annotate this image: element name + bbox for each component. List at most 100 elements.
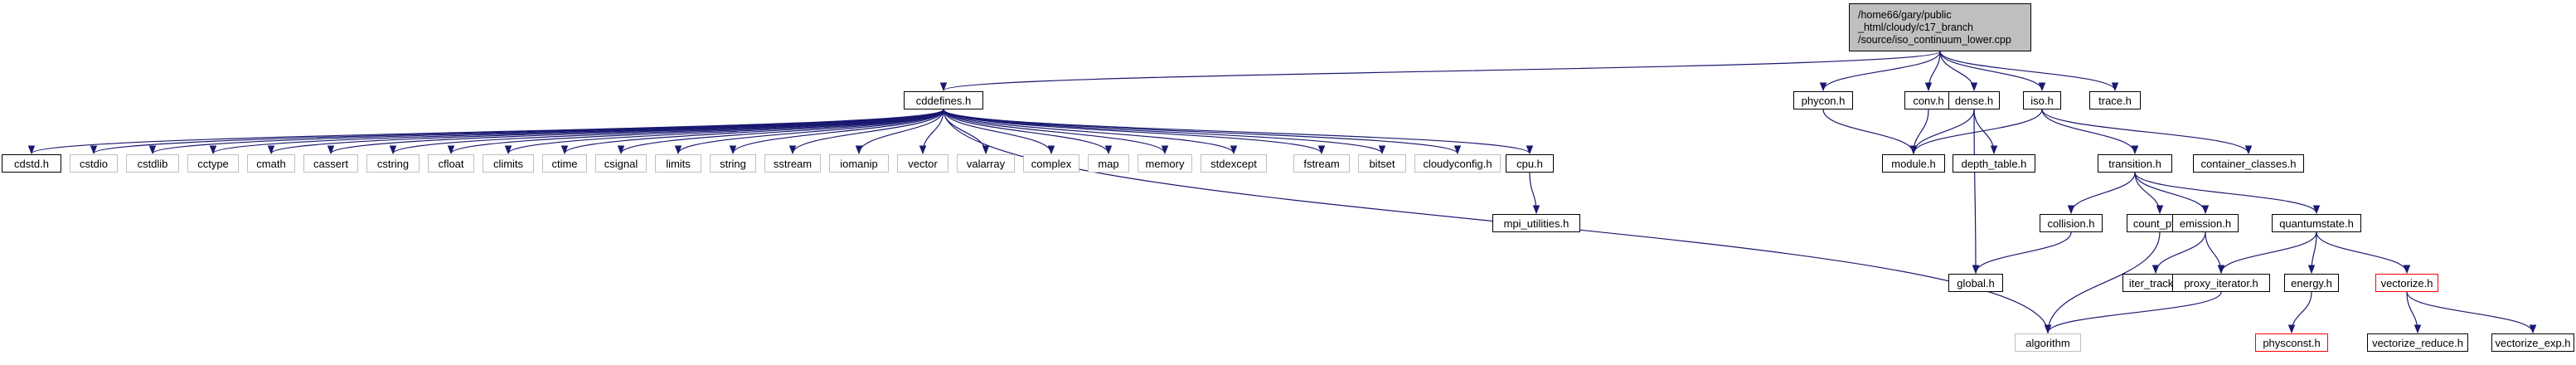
node-cddefines[interactable]: cddefines.h — [904, 91, 983, 110]
edge-cddefines-to-complex — [943, 109, 1055, 155]
edge-cddefines-to-memory — [943, 109, 1169, 155]
edge-cddefines-to-csignal — [617, 109, 944, 155]
edge-cddefines-to-cpu — [943, 109, 1534, 155]
node-vectorize-exp[interactable]: vectorize_exp.h — [2491, 333, 2574, 352]
node-global[interactable]: global.h — [1948, 274, 2003, 292]
node-collision[interactable]: collision.h — [2040, 214, 2103, 232]
edge-collision-to-global — [1972, 231, 2072, 275]
edge-cddefines-to-climits — [504, 109, 944, 155]
edge-cddefines-to-iomanip — [855, 109, 944, 155]
node-cstdlib[interactable]: cstdlib — [126, 154, 179, 173]
node-dense[interactable]: dense.h — [1948, 91, 2000, 110]
node-cstdio[interactable]: cstdio — [70, 154, 118, 173]
edge-quantumstate-to-proxy-iterator — [2217, 231, 2317, 275]
node-conv[interactable]: conv.h — [1904, 91, 1953, 110]
root-file-node: /home66/gary/public _html/cloudy/c17_bra… — [1849, 3, 2031, 51]
edge-cddefines-to-stdexcept — [943, 109, 1238, 155]
node-vector[interactable]: vector — [897, 154, 948, 173]
edge-cddefines-to-string — [729, 109, 944, 155]
edge-iso-to-module — [1909, 109, 2043, 155]
edge-emission-to-proxy-iterator — [2205, 231, 2225, 275]
node-vectorize-reduce[interactable]: vectorize_reduce.h — [2367, 333, 2468, 352]
edge-transition-to-quantumstate — [2134, 172, 2321, 215]
edge-proxy-iterator-to-algorithm — [2044, 291, 2222, 334]
node-cctype[interactable]: cctype — [187, 154, 239, 173]
node-container-classes[interactable]: container_classes.h — [2193, 154, 2304, 173]
node-cpu[interactable]: cpu.h — [1506, 154, 1554, 173]
edge-root-to-trace — [1939, 51, 2119, 92]
node-valarray[interactable]: valarray — [957, 154, 1015, 173]
edge-root-to-cddefines — [940, 51, 1941, 92]
edge-cddefines-to-cfloat — [447, 109, 944, 155]
node-cassert[interactable]: cassert — [303, 154, 358, 173]
node-iomanip[interactable]: iomanip — [829, 154, 889, 173]
edge-cddefines-to-sstream — [788, 109, 944, 155]
edge-root-to-phycon — [1819, 51, 1941, 92]
node-energy[interactable]: energy.h — [2284, 274, 2339, 292]
edge-dense-to-module — [1909, 109, 1975, 155]
edge-vectorize-to-vectorize-exp — [2406, 291, 2537, 334]
node-cloudyconfig[interactable]: cloudyconfig.h — [1414, 154, 1501, 173]
node-algorithm[interactable]: algorithm — [2015, 333, 2081, 352]
edge-cddefines-to-cassert — [327, 109, 944, 155]
node-bitset[interactable]: bitset — [1358, 154, 1406, 173]
node-cdstd[interactable]: cdstd.h — [2, 154, 61, 173]
node-sstream[interactable]: sstream — [764, 154, 821, 173]
edge-iso-to-transition — [2041, 109, 2139, 155]
edge-transition-to-count-ptr — [2134, 172, 2164, 215]
node-module[interactable]: module.h — [1882, 154, 1945, 173]
edge-emission-to-iter-track — [2152, 231, 2206, 275]
node-complex[interactable]: complex — [1023, 154, 1079, 173]
node-memory[interactable]: memory — [1138, 154, 1192, 173]
edge-count-ptr-to-algorithm — [2044, 231, 2161, 334]
edge-root-to-dense — [1939, 51, 1978, 92]
node-csignal[interactable]: csignal — [595, 154, 647, 173]
edge-cddefines-to-cloudyconfig — [943, 109, 1462, 155]
node-climits[interactable]: climits — [483, 154, 534, 173]
edge-cddefines-to-bitset — [943, 109, 1386, 155]
edge-phycon-to-module — [1822, 109, 1918, 155]
edge-cddefines-to-cdstd — [28, 109, 944, 155]
node-transition[interactable]: transition.h — [2098, 154, 2172, 173]
node-vectorize[interactable]: vectorize.h — [2375, 274, 2438, 292]
node-ctime[interactable]: ctime — [542, 154, 587, 173]
edge-cddefines-to-limits — [674, 109, 944, 155]
edge-root-to-conv — [1924, 51, 1941, 92]
node-cmath[interactable]: cmath — [247, 154, 295, 173]
node-stdexcept[interactable]: stdexcept — [1201, 154, 1267, 173]
node-cstring[interactable]: cstring — [366, 154, 420, 173]
node-physconst[interactable]: physconst.h — [2255, 333, 2328, 352]
edge-dense-to-global — [1972, 109, 1980, 275]
node-string[interactable]: string — [710, 154, 756, 173]
edge-cddefines-to-vector — [919, 109, 944, 155]
node-emission[interactable]: emission.h — [2172, 214, 2239, 232]
node-phycon[interactable]: phycon.h — [1793, 91, 1853, 110]
edge-cddefines-to-cstring — [389, 109, 944, 155]
node-fstream[interactable]: fstream — [1293, 154, 1350, 173]
node-iso[interactable]: iso.h — [2023, 91, 2061, 110]
edge-quantumstate-to-energy — [2307, 231, 2317, 275]
node-cfloat[interactable]: cfloat — [428, 154, 474, 173]
edge-cddefines-to-map — [943, 109, 1113, 155]
edge-transition-to-emission — [2134, 172, 2210, 215]
edge-cddefines-to-ctime — [560, 109, 944, 155]
edge-energy-to-physconst — [2287, 291, 2312, 334]
edge-transition-to-collision — [2067, 172, 2136, 215]
edge-quantumstate-to-vectorize — [2316, 231, 2411, 275]
node-proxy-iterator[interactable]: proxy_iterator.h — [2172, 274, 2270, 292]
node-map[interactable]: map — [1088, 154, 1129, 173]
edge-cddefines-to-cstdlib — [149, 109, 944, 155]
edge-cddefines-to-fstream — [943, 109, 1326, 155]
node-depth-table[interactable]: depth_table.h — [1953, 154, 2035, 173]
edge-vectorize-to-vectorize-reduce — [2406, 291, 2422, 334]
edge-dense-to-depth-table — [1973, 109, 1998, 155]
edge-iso-to-container-classes — [2041, 109, 2253, 155]
node-limits[interactable]: limits — [655, 154, 701, 173]
edge-cpu-to-mpi-utilities — [1529, 172, 1540, 215]
edge-root-to-iso — [1939, 51, 2046, 92]
node-quantumstate[interactable]: quantumstate.h — [2272, 214, 2361, 232]
node-trace[interactable]: trace.h — [2089, 91, 2141, 110]
node-mpi-utilities[interactable]: mpi_utilities.h — [1492, 214, 1580, 232]
